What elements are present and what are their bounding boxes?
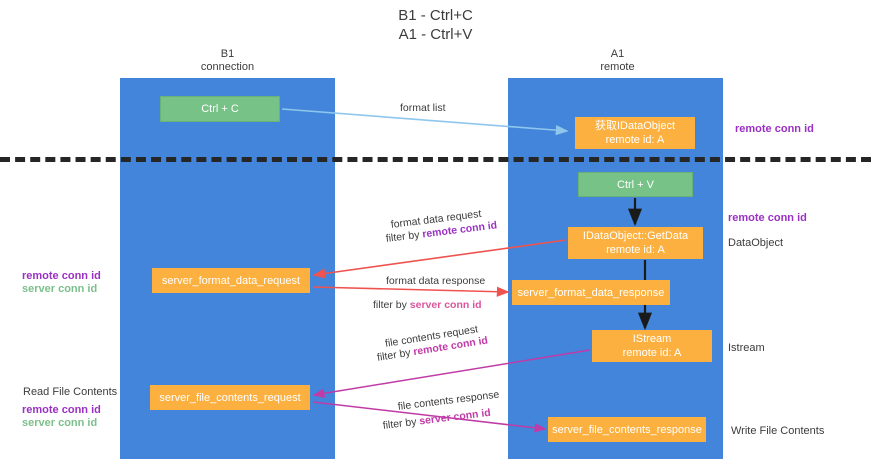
side-label-left-remote-conn-id-mid: remote conn id xyxy=(22,270,101,282)
phase-divider xyxy=(0,157,871,162)
label-format-data-response-filter: filter by server conn id xyxy=(373,298,482,312)
side-label-write-file-contents: Write File Contents xyxy=(731,425,825,437)
node-server-file-contents-request-label: server_file_contents_request xyxy=(159,391,301,404)
node-idataobject-getdata[interactable]: IDataObject::GetData remote id: A xyxy=(568,227,703,259)
side-label-istream: Istream xyxy=(728,342,765,354)
side-label-left-remote-conn-id-bottom: remote conn id xyxy=(22,404,101,416)
side-label-left-server-conn-id-bottom: server conn id xyxy=(22,417,98,429)
node-ctrl-c[interactable]: Ctrl + C xyxy=(160,96,280,122)
node-server-format-data-response-label: server_format_data_response xyxy=(517,286,665,299)
page-title: B1 - Ctrl+C A1 - Ctrl+V xyxy=(398,7,473,43)
label-filter-key-server-conn-id-1: server conn id xyxy=(409,299,482,311)
node-istream-title: IStream xyxy=(632,333,672,345)
side-label-remote-conn-id-mid: remote conn id xyxy=(728,212,807,224)
node-server-file-contents-response[interactable]: server_file_contents_response xyxy=(548,417,706,442)
node-ctrl-v-label: Ctrl + V xyxy=(617,178,654,191)
side-label-data-object: DataObject xyxy=(728,237,784,249)
label-format-list: format list xyxy=(400,102,446,114)
side-label-left-server-conn-id-mid: server conn id xyxy=(22,283,98,295)
label-filter-by-prefix-2: filter by xyxy=(373,299,410,311)
node-get-idataobject-title: 获取IDataObject xyxy=(594,120,676,132)
side-label-read-file-contents: Read File Contents xyxy=(23,386,118,398)
node-ctrl-v[interactable]: Ctrl + V xyxy=(578,172,693,197)
node-idataobject-getdata-title: IDataObject::GetData xyxy=(582,230,689,242)
column-header-b1: B1 connection xyxy=(200,48,255,73)
label-filter-by-prefix-3: filter by xyxy=(376,346,415,364)
node-server-format-data-response[interactable]: server_format_data_response xyxy=(512,280,670,305)
node-server-file-contents-request[interactable]: server_file_contents_request xyxy=(150,385,310,410)
node-server-file-contents-response-label: server_file_contents_response xyxy=(552,423,702,436)
column-header-a1: A1 remote xyxy=(600,48,635,73)
node-istream[interactable]: IStream remote id: A xyxy=(592,330,712,362)
node-ctrl-c-label: Ctrl + C xyxy=(201,103,239,115)
node-idataobject-getdata-subtitle: remote id: A xyxy=(606,244,665,256)
node-server-format-data-request[interactable]: server_format_data_request xyxy=(152,268,310,293)
node-get-idataobject[interactable]: 获取IDataObject remote id: A xyxy=(575,117,695,149)
side-label-remote-conn-id-top: remote conn id xyxy=(735,123,814,135)
label-format-data-response: format data response xyxy=(386,275,486,287)
node-server-format-data-request-label: server_format_data_request xyxy=(161,274,301,287)
node-istream-subtitle: remote id: A xyxy=(622,347,682,359)
label-filter-by-prefix-1: filter by xyxy=(385,228,424,245)
node-get-idataobject-subtitle: remote id: A xyxy=(605,134,665,146)
label-filter-by-prefix-4: filter by xyxy=(382,415,421,432)
